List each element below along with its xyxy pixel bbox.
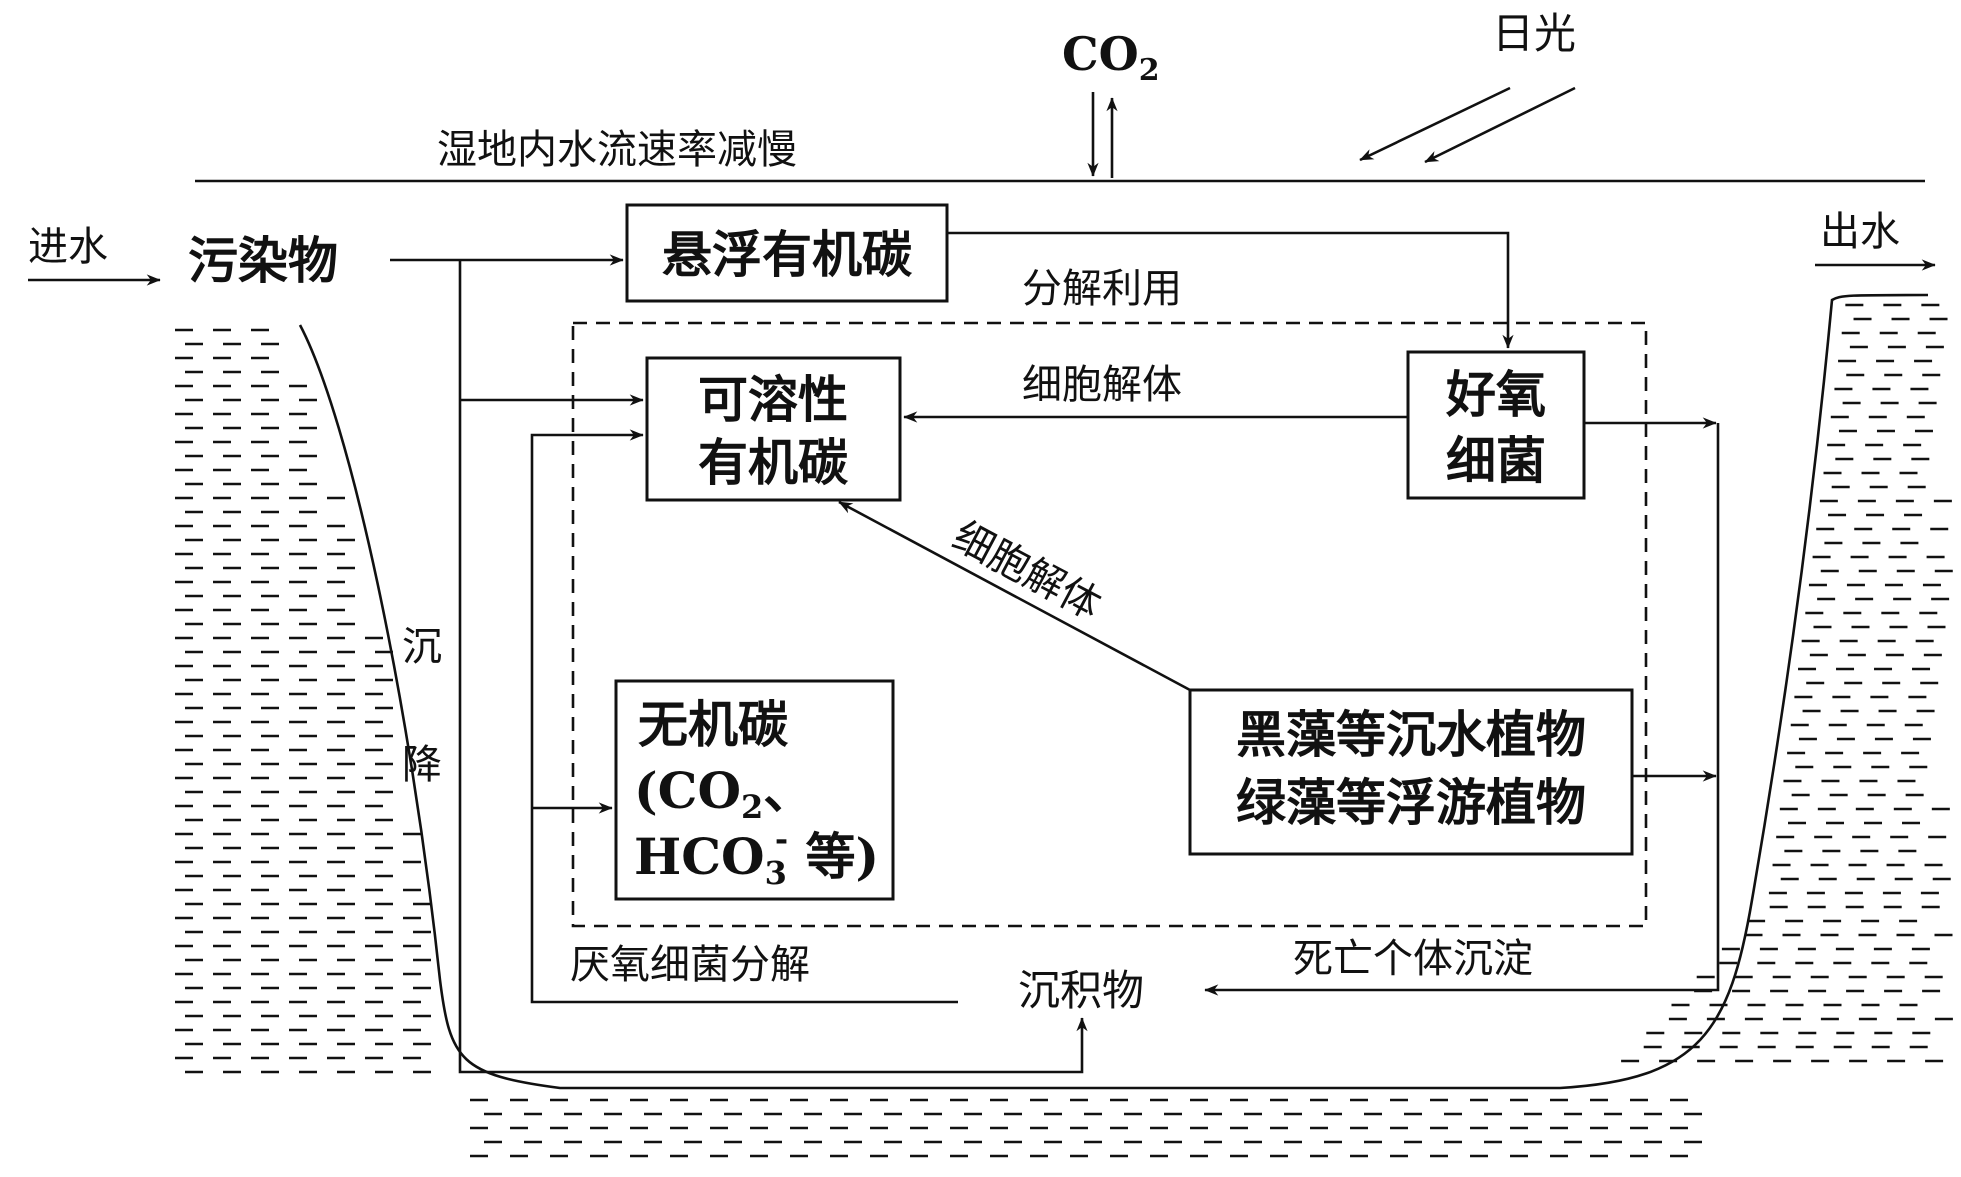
- sediment-to-carbon-line: [530, 429, 958, 1004]
- inorganic-carbon-label-1: 无机碳: [638, 695, 789, 754]
- inorganic-carbon-label-3: HCO3- 等): [634, 820, 879, 892]
- cell-lysis-label-1: 细胞解体: [1022, 362, 1182, 408]
- sedimentation-line: [458, 260, 1088, 1074]
- water-body-boundary: [571, 321, 1648, 928]
- co2-exchange: CO2: [1062, 27, 1160, 178]
- wetland-basin: [175, 293, 1953, 1158]
- sedimentation-char-1: 沉: [402, 624, 442, 670]
- water-out-label: 出水: [1820, 209, 1900, 255]
- plants-label-2: 绿藻等浮游植物: [1236, 773, 1586, 832]
- soluble-carbon-label-2: 有机碳: [698, 433, 849, 492]
- decompose-use-label: 分解利用: [1022, 266, 1182, 312]
- suspended-carbon-label: 悬浮有机碳: [662, 225, 913, 284]
- sedimentation-char-2: 降: [402, 742, 442, 788]
- dead-settle-label: 死亡个体沉淀: [1293, 936, 1533, 982]
- basin-outline: [298, 293, 1929, 1090]
- sediment-label: 沉积物: [1018, 966, 1144, 1015]
- aerobic-bacteria-label-2: 细菌: [1446, 431, 1546, 490]
- co2-label: CO2: [1062, 27, 1160, 88]
- bank-hatching: [175, 303, 1953, 1158]
- inorganic-carbon-label-2: (CO2、: [634, 761, 813, 826]
- soluble-carbon-label-1: 可溶性: [698, 370, 848, 429]
- aerobic-bacteria-box: [1406, 350, 1586, 500]
- dead-settle-line: [1204, 423, 1720, 996]
- plants-to-soluble-arrow: [838, 500, 1191, 692]
- anaerobic-label: 厌氧细菌分解: [570, 942, 810, 988]
- sunlight-ray-2: [1424, 86, 1576, 164]
- soluble-carbon-box: [645, 356, 902, 502]
- water-in-label: 进水: [28, 224, 108, 270]
- sunlight-label: 日光: [1492, 9, 1576, 58]
- plants-label-1: 黑藻等沉水植物: [1236, 705, 1586, 764]
- sunlight: 日光: [1359, 9, 1576, 164]
- inorganic-carbon-box: [614, 679, 895, 901]
- suspended-carbon-box: [625, 203, 949, 303]
- aerobic-bacteria-label-1: 好氧: [1445, 365, 1546, 424]
- plants-box: [1188, 688, 1634, 856]
- suspended-to-aerobic-arrow: [947, 231, 1514, 349]
- sunlight-ray-1: [1359, 86, 1511, 162]
- water-flow-label: 湿地内水流速率减慢: [437, 127, 797, 173]
- pollutant-label: 污染物: [188, 231, 338, 290]
